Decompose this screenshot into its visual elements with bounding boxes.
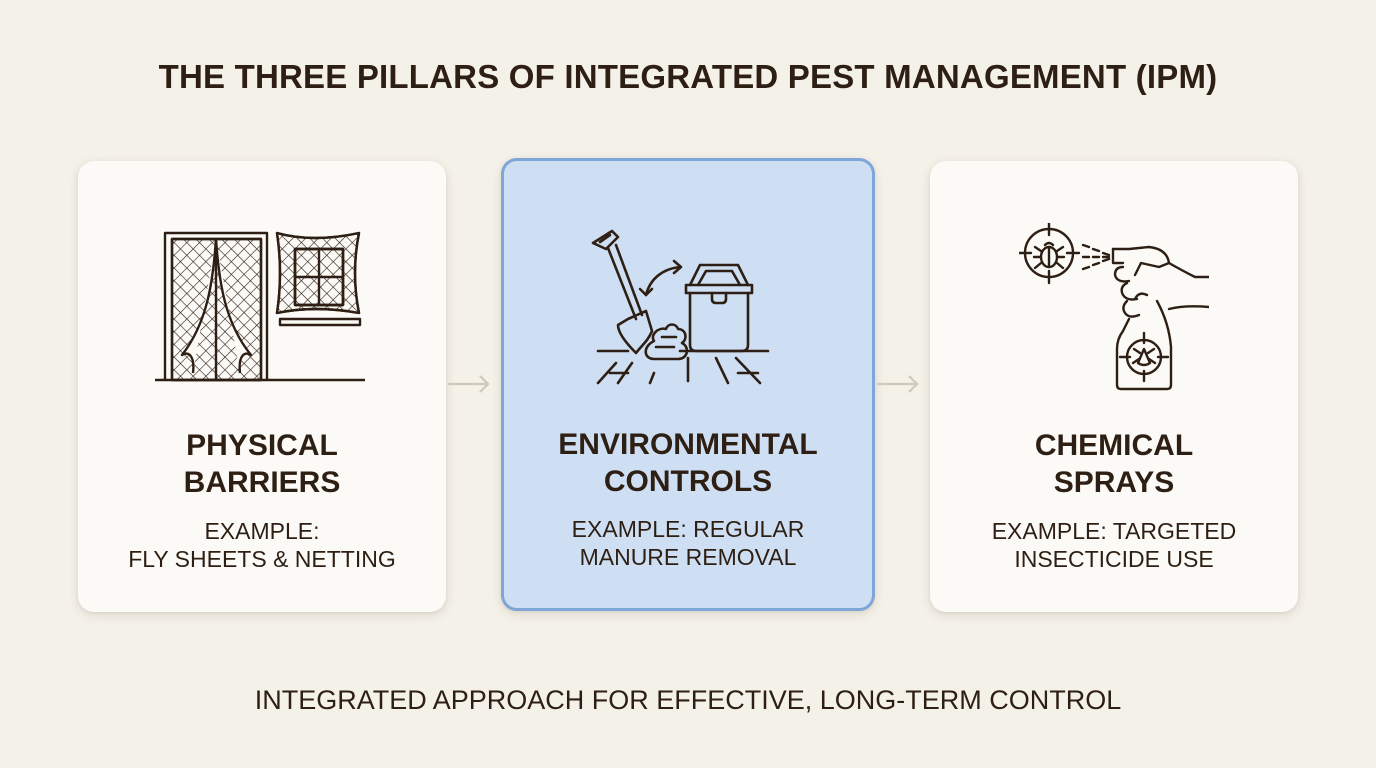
pillar-card-physical-barriers: PHYSICAL BARRIERS EXAMPLE: FLY SHEETS & … [78,161,446,612]
pillar-example: EXAMPLE: FLY SHEETS & NETTING [128,518,396,572]
pillar-title: ENVIRONMENTAL CONTROLS [558,428,818,498]
pillar-title: CHEMICAL SPRAYS [1034,429,1194,499]
pillar-card-environmental-controls: ENVIRONMENTAL CONTROLS EXAMPLE: REGULAR … [501,158,875,611]
shovel-manure-bin-icon [591,229,770,385]
arrow-right-icon [877,375,919,393]
footer-summary: INTEGRATED APPROACH FOR EFFECTIVE, LONG-… [254,685,1122,715]
spray-bottle-insect-target-icon [1019,223,1209,391]
arrow-right-icon [448,375,490,393]
pillar-example: EXAMPLE: REGULAR MANURE REMOVAL [571,516,805,570]
pillar-title: PHYSICAL BARRIERS [183,429,341,499]
pillar-card-chemical-sprays: CHEMICAL SPRAYS EXAMPLE: TARGETED INSECT… [930,161,1298,612]
netted-door-window-icon [155,231,365,382]
page-title: THE THREE PILLARS OF INTEGRATED PEST MAN… [158,58,1218,95]
pillar-example: EXAMPLE: TARGETED INSECTICIDE USE [991,518,1237,572]
